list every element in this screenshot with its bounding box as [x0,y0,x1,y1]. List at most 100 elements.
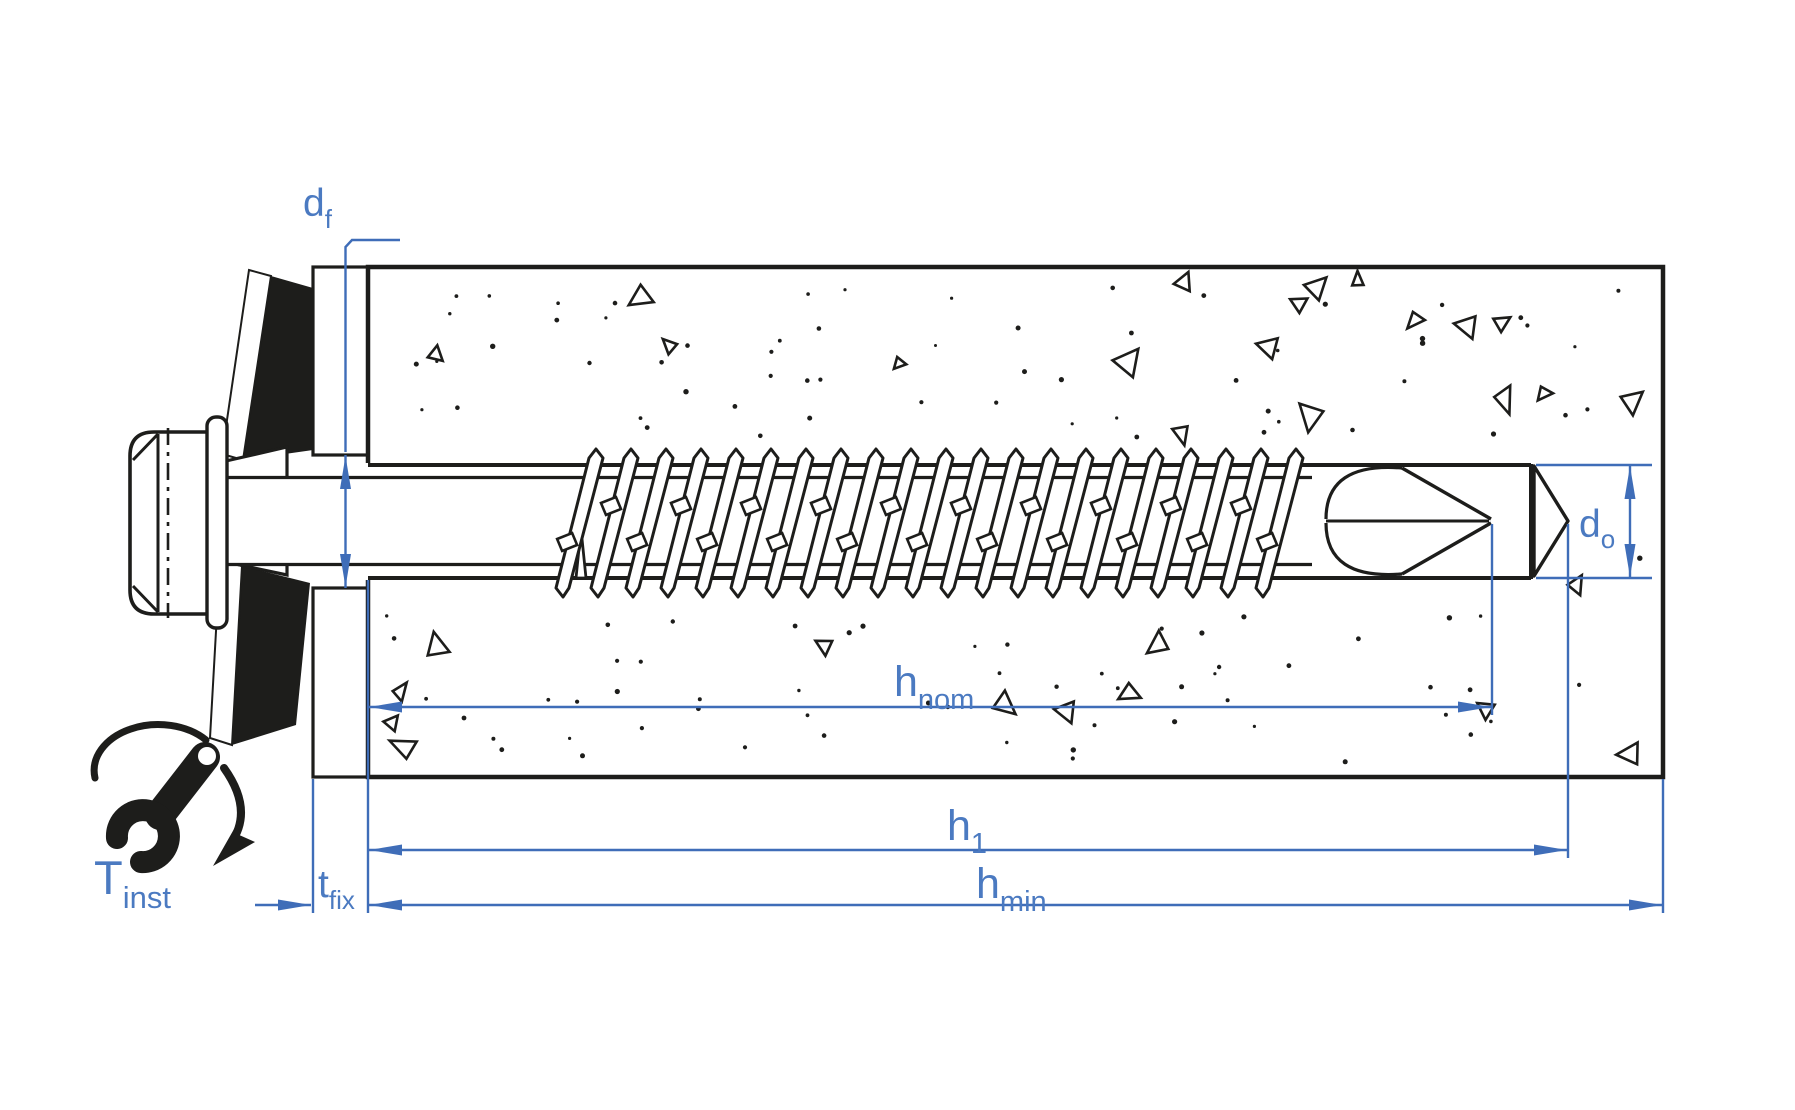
speckle-dot [568,736,572,741]
speckle-triangle [1613,740,1639,767]
thread-flight [589,447,640,599]
thread-facet [555,531,579,553]
speckle-dot [413,361,419,367]
speckle-dot [644,425,650,430]
thread-flight [1219,447,1270,599]
speckle-dot [683,389,689,395]
speckle-dot [487,294,492,298]
speckle-triangle [386,739,419,761]
rubber-seal-lower [232,566,310,745]
speckle-dot [575,699,580,704]
thread-crest [624,447,675,599]
thread-flight [1149,447,1200,599]
thread-crest [1079,447,1130,599]
speckle-triangle [1171,269,1192,294]
speckle-dot [758,433,763,439]
thread-flight [904,447,955,599]
hex-head [128,415,229,630]
speckle-dot [580,753,585,759]
thread-crest [554,447,605,599]
speckle-dot [807,415,813,421]
speckle-dot [490,343,496,349]
speckle-dot [1446,615,1453,621]
speckle-dot [1054,684,1059,689]
thread-flight [799,447,850,599]
speckle-dot [1015,325,1021,331]
speckle-dot [1179,684,1185,690]
speckle-dot [1159,626,1164,631]
thread-flight [834,447,885,599]
thread-flight [554,447,605,599]
label-df: df [303,182,333,234]
speckle-dot [1286,663,1292,669]
speckle-dot [638,659,643,664]
thread-flight [694,447,745,599]
speckle-dot [659,360,664,365]
speckle-dot [587,360,592,366]
thread-crest [659,447,710,599]
drill-point [1312,464,1533,579]
speckle-dot [1115,686,1120,691]
dim-hmin: hmin tfix [255,860,1662,918]
speckle-dot [1563,412,1568,418]
rotation-arrowhead [213,815,255,866]
speckle-dot [768,373,773,378]
thread-flight [624,447,675,599]
flange-washer [205,415,229,630]
speckle-dot [843,288,847,292]
speckle-triangle [425,628,452,657]
speckle-dot [1070,422,1074,426]
dimension-arrowhead [340,456,351,489]
speckle-triangle [1169,424,1190,449]
thread-flight [974,447,1025,599]
speckle-triangle [1405,309,1428,331]
speckle-dot [934,344,937,347]
speckle-dot [777,338,782,343]
speckle-dot [612,300,618,306]
speckle-dot [860,623,866,629]
speckle-dot [1402,379,1407,384]
thread-facet [879,495,903,517]
speckle-dot [1525,323,1530,328]
speckle-triangle [1491,315,1513,335]
speckle-dot [1428,684,1433,690]
thread-facet [1045,531,1069,553]
label-h1: h1 [947,802,987,860]
speckle-dot [1322,301,1328,307]
speckle-dot [697,697,702,702]
speckle-dot [806,292,810,296]
speckle-dot [1443,712,1448,717]
speckle-dot [1616,288,1621,293]
speckle-dot [792,623,798,629]
speckle-dot [1356,636,1361,642]
speckle-triangle [626,282,657,307]
speckle-dot [1490,431,1497,437]
speckle-dot [1489,719,1493,724]
speckle-dot [685,343,690,348]
speckle-dot [1439,302,1445,308]
thread-flight [1079,447,1130,599]
speckle-triangle [1144,627,1171,656]
thread-crest [869,447,920,599]
speckle-dot [846,630,852,636]
speckle-dot [973,644,977,649]
speckle-dot [1099,671,1104,676]
thread-facet [1159,495,1183,517]
label-hnom: hnom [894,658,974,716]
speckle-dot [1070,756,1075,761]
thread-facet [695,531,719,553]
speckle-dot [1005,740,1009,745]
speckle-dot [732,404,738,409]
thread-crest [799,447,850,599]
speckle-triangle [1115,680,1144,701]
speckle-triangle [1350,267,1366,287]
thread-flight [764,447,815,599]
speckle-dot [454,294,459,298]
speckle-dot [919,400,924,405]
rotation-arrow-icon [90,721,210,782]
speckle-triangle [1297,401,1326,436]
speckle-dot [818,377,823,382]
speckle-dot [455,405,460,411]
thread-crest [974,447,1025,599]
speckle-dot [805,378,810,383]
